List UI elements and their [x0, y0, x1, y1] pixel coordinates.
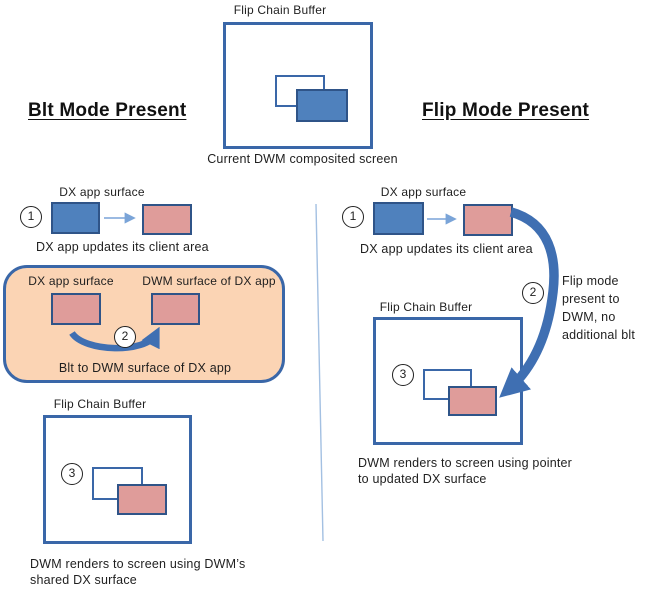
flip-step2-number: 2: [522, 282, 544, 304]
blt-step1-dx-surface-rect: [51, 202, 100, 234]
flip-step1-dx-surface-rect: [373, 202, 424, 235]
flip-step3-number: 3: [392, 364, 414, 386]
top-flip-chain-buffer-box: [223, 22, 373, 149]
blt-step2-source-rect: [51, 293, 101, 325]
blt-step1-surface-label: DX app surface: [59, 185, 145, 199]
flip-step1-number: 1: [342, 206, 364, 228]
top-caption: Current DWM composited screen: [207, 152, 398, 166]
blt-step3-caption: DWM renders to screen using DWM’s shared…: [30, 557, 246, 587]
blt-step2-source-label: DX app surface: [28, 274, 114, 288]
blt-step1-updated-surface-rect: [142, 204, 192, 235]
flip-step2-caption: Flip mode present to DWM, no additional …: [562, 274, 635, 342]
blt-step3-shared-surface-rect: [117, 484, 167, 515]
blt-step3-number: 3: [61, 463, 83, 485]
flip-mode-heading: Flip Mode Present: [422, 100, 590, 121]
blt-step2-number: 2: [114, 326, 136, 348]
flip-step3-updated-surface-rect: [448, 386, 497, 416]
flip-step3-caption: DWM renders to screen using pointer to u…: [358, 456, 573, 486]
flip-step1-caption: DX app updates its client area: [360, 242, 533, 256]
blt-step1-caption: DX app updates its client area: [36, 240, 209, 254]
flip-step1-surface-label: DX app surface: [380, 185, 467, 199]
blt-step1-number: 1: [20, 206, 42, 228]
blt-step2-target-rect: [151, 293, 200, 325]
blt-step3-buffer-label: Flip Chain Buffer: [53, 397, 147, 411]
flip-step1-updated-surface-rect: [463, 204, 513, 236]
blt-step2-caption: Blt to DWM surface of DX app: [58, 361, 232, 375]
top-front-buffer-rect: [296, 89, 348, 122]
blt-mode-heading: Blt Mode Present: [28, 100, 187, 121]
top-buffer-label: Flip Chain Buffer: [233, 3, 327, 17]
flip-step3-buffer-label: Flip Chain Buffer: [379, 300, 473, 314]
blt-step2-container-box: [3, 265, 285, 383]
blt-step2-target-label: DWM surface of DX app: [142, 274, 276, 288]
